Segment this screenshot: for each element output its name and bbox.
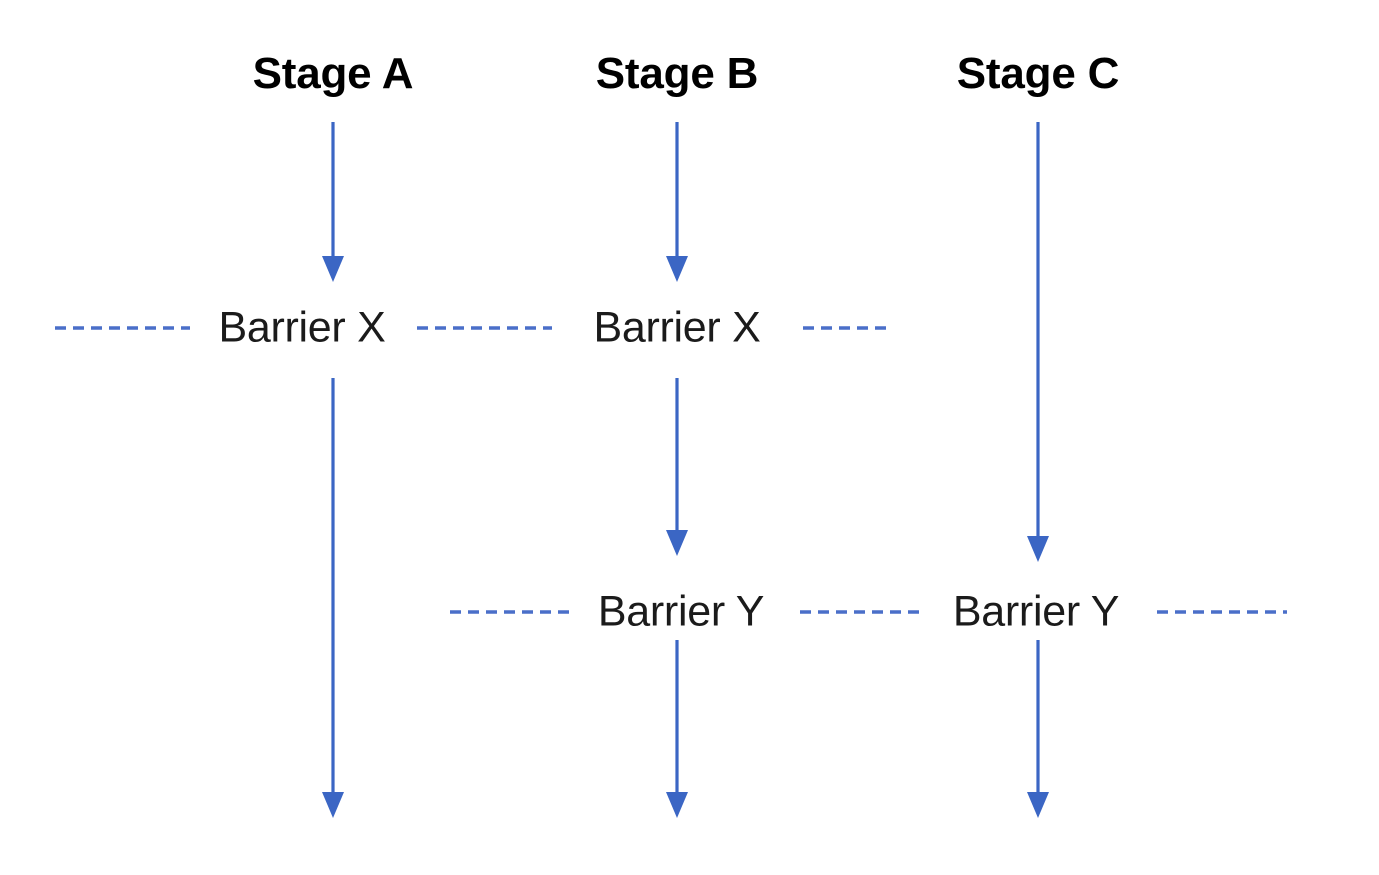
barrier-node-barrier-y-stage-c: Barrier Y xyxy=(942,590,1130,634)
barrier-node-barrier-x-stage-a: Barrier X xyxy=(208,306,396,350)
arrow-head-icon xyxy=(1027,792,1049,818)
arrow-head-icon xyxy=(666,530,688,556)
flow-arrow xyxy=(1027,122,1049,562)
arrow-layer xyxy=(322,122,1049,818)
stage-label-stage-a: Stage A xyxy=(252,49,414,98)
barrier-node-barrier-y-stage-b: Barrier Y xyxy=(587,590,775,634)
stage-label-stage-b: Stage B xyxy=(595,49,759,98)
arrow-head-icon xyxy=(1027,536,1049,562)
flow-arrow xyxy=(666,378,688,556)
arrow-head-icon xyxy=(322,792,344,818)
flow-arrow xyxy=(322,122,344,282)
flow-arrow xyxy=(666,640,688,818)
stage-label-stage-c: Stage C xyxy=(956,49,1120,98)
arrow-head-icon xyxy=(322,256,344,282)
flow-arrow xyxy=(1027,640,1049,818)
barrier-node-barrier-x-stage-b: Barrier X xyxy=(583,306,771,350)
flow-arrow xyxy=(322,378,344,818)
dashed-link-layer xyxy=(55,326,1287,614)
flow-arrow xyxy=(666,122,688,282)
arrow-head-icon xyxy=(666,256,688,282)
arrow-head-icon xyxy=(666,792,688,818)
